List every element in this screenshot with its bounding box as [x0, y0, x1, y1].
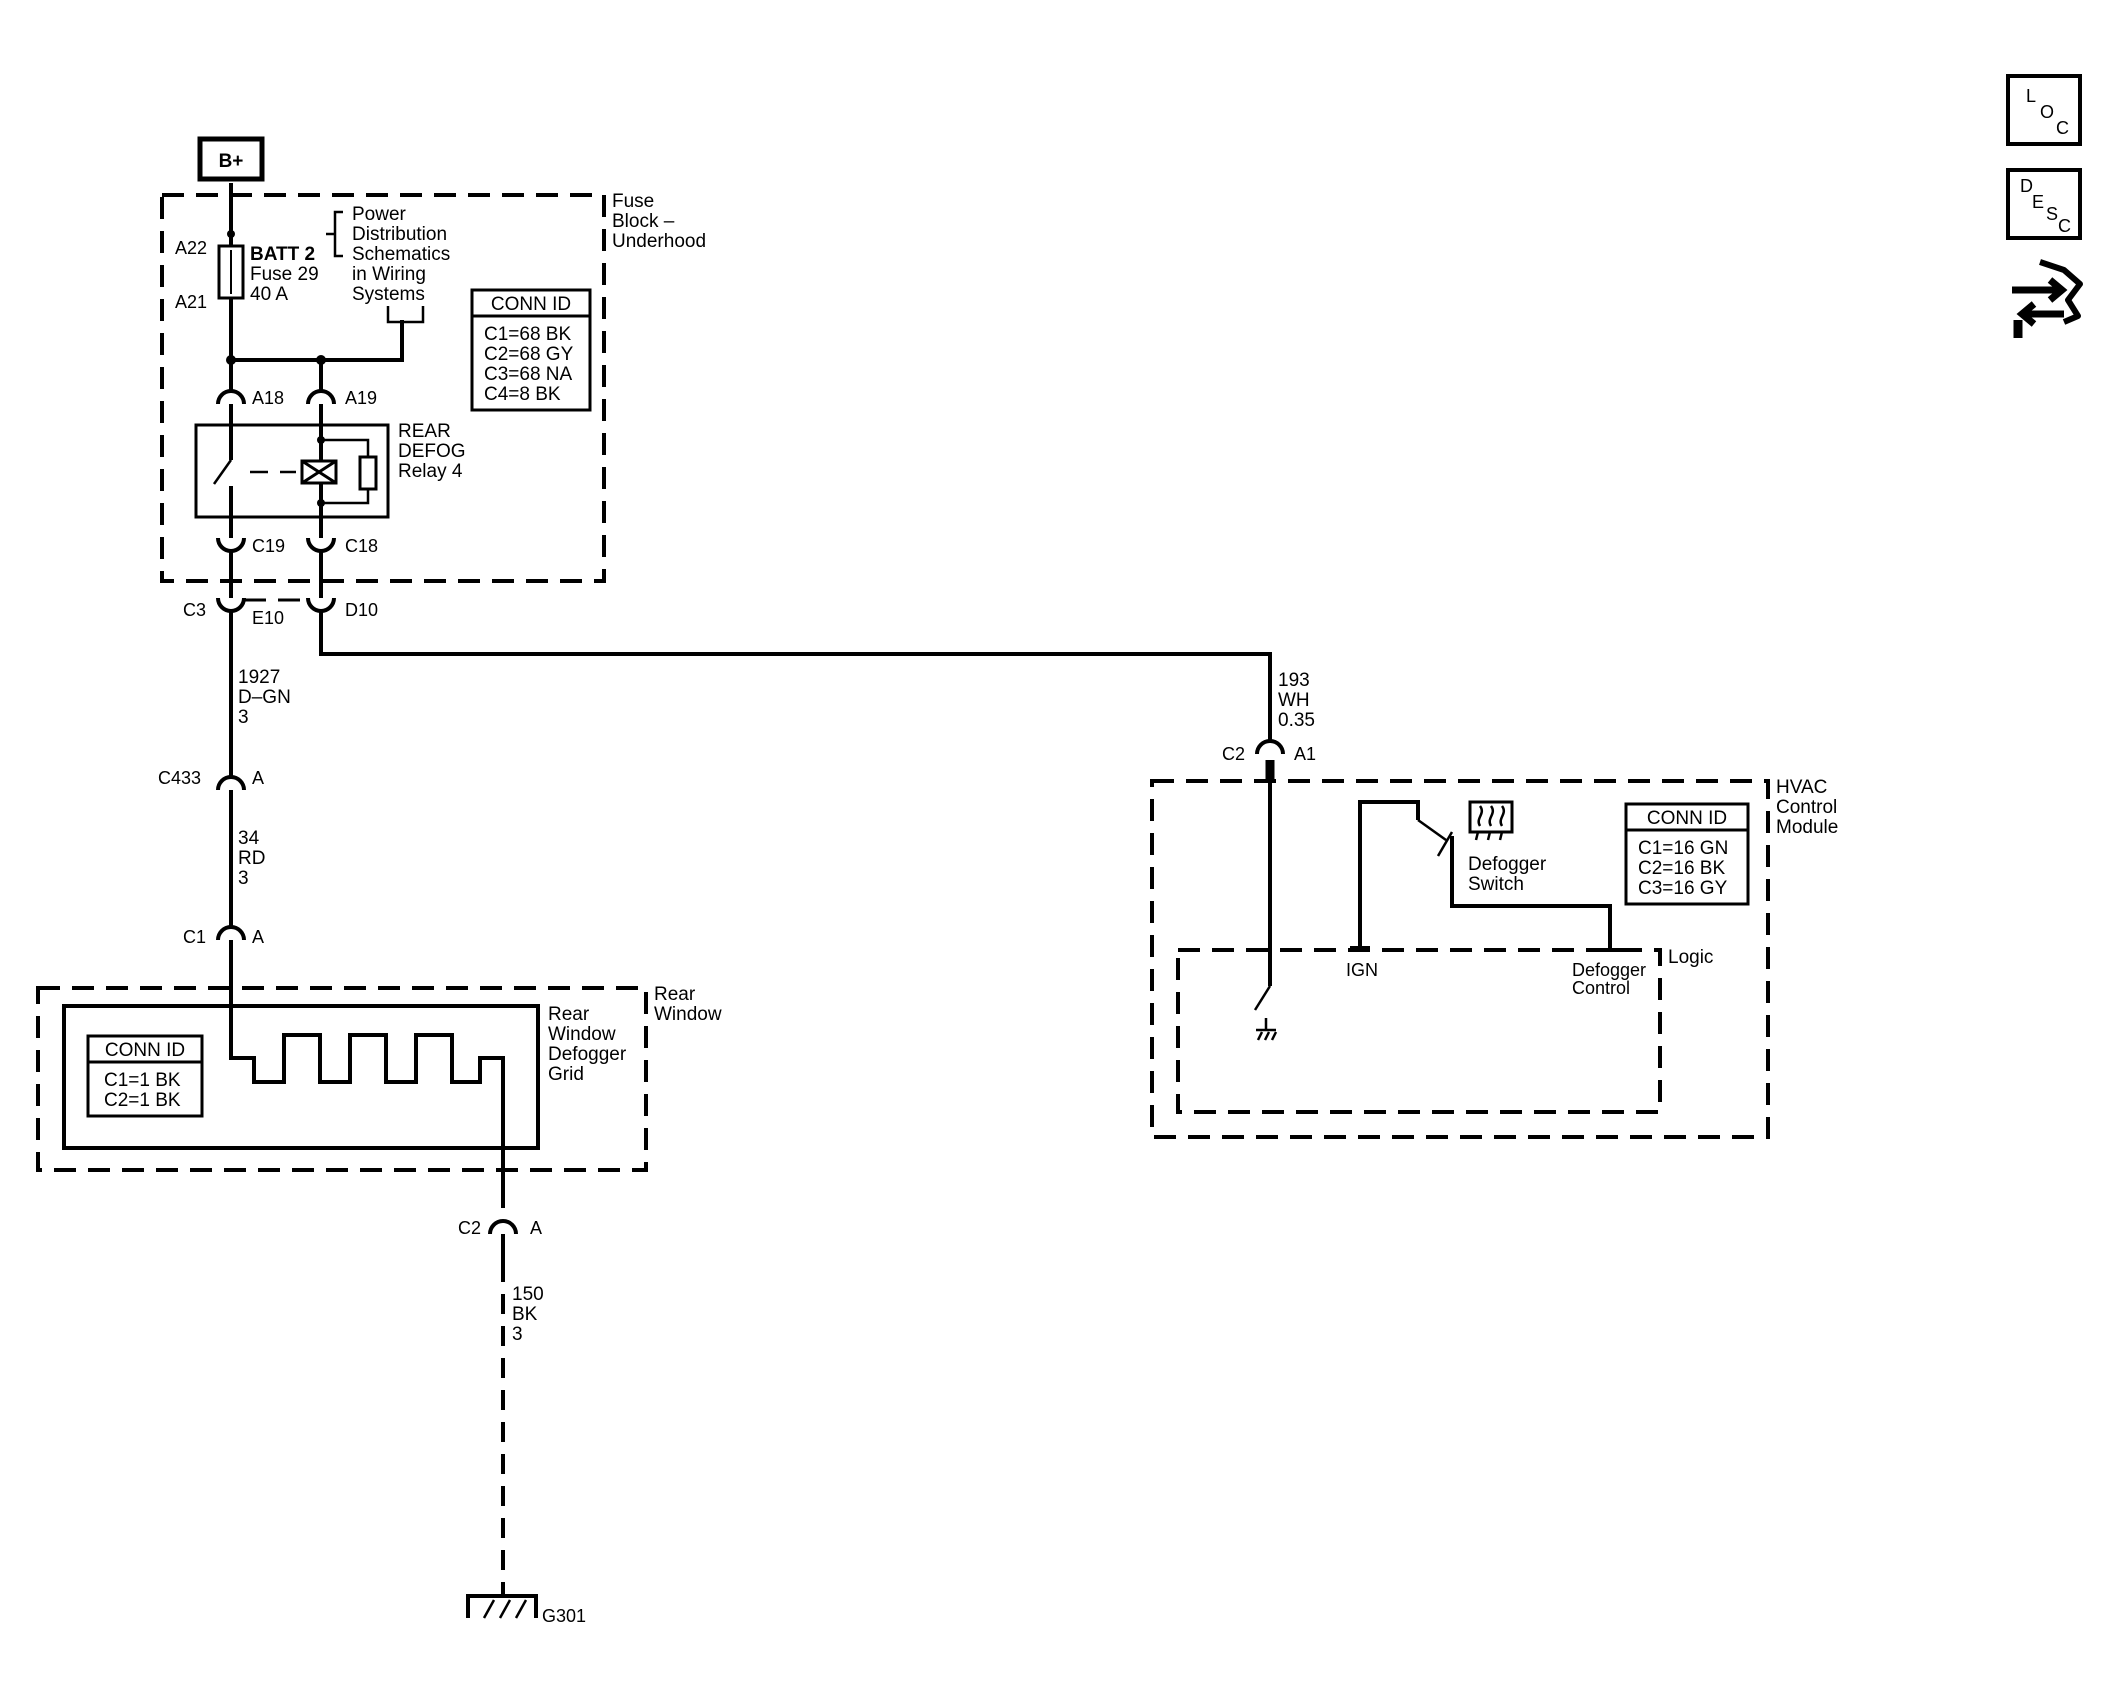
connector-flow-icon[interactable] — [2012, 259, 2083, 338]
grid-label-1: Rear — [548, 1004, 590, 1025]
conn-id-row: C1=68 BK — [484, 324, 571, 345]
fuse-block-underhood: Fuse Block – Underhood — [160, 191, 706, 583]
conn-id-title: CONN ID — [105, 1040, 185, 1061]
defogger-control-label-2: Control — [1572, 978, 1630, 998]
defogger-switch-label-1: Defogger — [1468, 854, 1547, 875]
hvac-title-3: Module — [1776, 817, 1838, 838]
connector-c2-ground: C2 — [458, 1218, 481, 1238]
power-ref-line-5: Systems — [352, 284, 425, 305]
fuse-block-conn-id-table: CONN ID C1=68 BK C2=68 GY C3=68 NA C4=8 … — [470, 288, 592, 412]
power-distribution-reference: Power Distribution Schematics in Wiring … — [326, 204, 450, 324]
connector-c2-hvac-pin: A1 — [1294, 744, 1316, 764]
rear-window-title-2: Window — [654, 1004, 722, 1025]
wire-150-label: 150 BK 3 — [512, 1284, 544, 1345]
b-plus-label: B+ — [219, 151, 244, 172]
rear-defog-relay: REAR DEFOG Relay 4 — [194, 404, 466, 519]
wire-color: BK — [512, 1304, 538, 1325]
connector-c2-hvac: C2 — [1222, 744, 1245, 764]
wire-gauge: 3 — [238, 868, 249, 889]
wire-circuit: 193 — [1278, 670, 1310, 691]
pin-c18: C18 — [345, 536, 378, 556]
relay-label-1: REAR — [398, 421, 451, 442]
wire-gauge: 0.35 — [1278, 710, 1315, 731]
power-ref-line-3: Schematics — [352, 244, 450, 265]
ground-label: G301 — [542, 1606, 586, 1626]
location-button[interactable]: L O C — [2006, 74, 2082, 146]
power-ref-line-4: in Wiring — [352, 264, 426, 285]
connector-c433-pin: A — [252, 768, 264, 788]
fuse-29 — [217, 244, 245, 300]
wire-1927-label: 1927 D–GN 3 — [238, 667, 291, 728]
rear-window-title-1: Rear — [654, 984, 696, 1005]
wire-circuit: 1927 — [238, 667, 280, 688]
description-button[interactable]: D E S C — [2006, 168, 2082, 240]
wire-circuit: 150 — [512, 1284, 544, 1305]
hvac-conn-id-table: CONN ID C1=16 GN C2=16 BK C3=16 GY — [1624, 802, 1750, 906]
wire-34-label: 34 RD 3 — [238, 828, 265, 889]
fuse-block-title-3: Underhood — [612, 231, 706, 252]
power-ref-line-2: Distribution — [352, 224, 447, 245]
desc-letter: D — [2020, 176, 2033, 196]
relay-label-2: DEFOG — [398, 441, 466, 462]
conn-id-row: C2=16 BK — [1638, 858, 1725, 879]
fuse-block-title-2: Block – — [612, 211, 675, 232]
hvac-control-module: HVAC Control Module Logic IGN Defogger C… — [1150, 777, 1838, 1139]
desc-letter: S — [2046, 204, 2058, 224]
conn-id-row: C2=1 BK — [104, 1090, 181, 1111]
pin-a19: A19 — [345, 388, 377, 408]
grid-label-4: Grid — [548, 1064, 584, 1085]
conn-id-row: C1=16 GN — [1638, 838, 1728, 859]
conn-id-row: C2=68 GY — [484, 344, 574, 365]
connector-c3: C3 — [183, 600, 206, 620]
conn-id-row: C1=1 BK — [104, 1070, 181, 1091]
fuse-block-title-1: Fuse — [612, 191, 654, 212]
defogger-switch-label-2: Switch — [1468, 874, 1524, 895]
grid-label-3: Defogger — [548, 1044, 627, 1065]
fuse-name: BATT 2 — [250, 244, 315, 265]
fuse-pin-bottom: A21 — [175, 292, 207, 312]
hvac-title-1: HVAC — [1776, 777, 1827, 798]
conn-id-row: C4=8 BK — [484, 384, 561, 405]
conn-id-title: CONN ID — [1647, 808, 1727, 829]
desc-letter: E — [2032, 192, 2044, 212]
desc-letter: C — [2058, 216, 2071, 236]
wire-193-label: 193 WH 0.35 — [1278, 670, 1315, 731]
fuse-pin-top: A22 — [175, 238, 207, 258]
pin-d10: D10 — [345, 600, 378, 620]
loc-letter: C — [2056, 118, 2069, 138]
ground-g301-icon — [466, 1594, 538, 1619]
connector-c1: C1 — [183, 927, 206, 947]
connector-c433: C433 — [158, 768, 201, 788]
wire-color: RD — [238, 848, 265, 869]
wire-gauge: 3 — [238, 707, 249, 728]
rear-window-conn-id-table: CONN ID C1=1 BK C2=1 BK — [86, 1034, 204, 1118]
wire-circuit: 34 — [238, 828, 260, 849]
pin-c19: C19 — [252, 536, 285, 556]
wire-color: D–GN — [238, 687, 291, 708]
ign-label: IGN — [1346, 960, 1378, 980]
loc-letter: L — [2026, 86, 2036, 106]
battery-positive-source: B+ — [197, 136, 265, 182]
logic-label: Logic — [1668, 947, 1713, 968]
rear-window-module: Rear Window Rear Window Defogger Grid — [36, 984, 722, 1208]
power-ref-line-1: Power — [352, 204, 407, 225]
hvac-title-2: Control — [1776, 797, 1837, 818]
conn-id-title: CONN ID — [491, 294, 571, 315]
pin-a18: A18 — [252, 388, 284, 408]
pin-e10: E10 — [252, 608, 284, 628]
fuse-number: Fuse 29 — [250, 264, 319, 285]
relay-label-3: Relay 4 — [398, 461, 463, 482]
wire-gauge: 3 — [512, 1324, 523, 1345]
connector-c2-ground-pin: A — [530, 1218, 542, 1238]
connector-c1-pin: A — [252, 927, 264, 947]
fuse-rating: 40 A — [250, 284, 288, 305]
wire-color: WH — [1278, 690, 1310, 711]
loc-letter: O — [2040, 102, 2054, 122]
conn-id-row: C3=68 NA — [484, 364, 573, 385]
defogger-control-label-1: Defogger — [1572, 960, 1646, 980]
grid-label-2: Window — [548, 1024, 616, 1045]
conn-id-row: C3=16 GY — [1638, 878, 1728, 899]
rear-defogger-icon — [1468, 800, 1514, 841]
